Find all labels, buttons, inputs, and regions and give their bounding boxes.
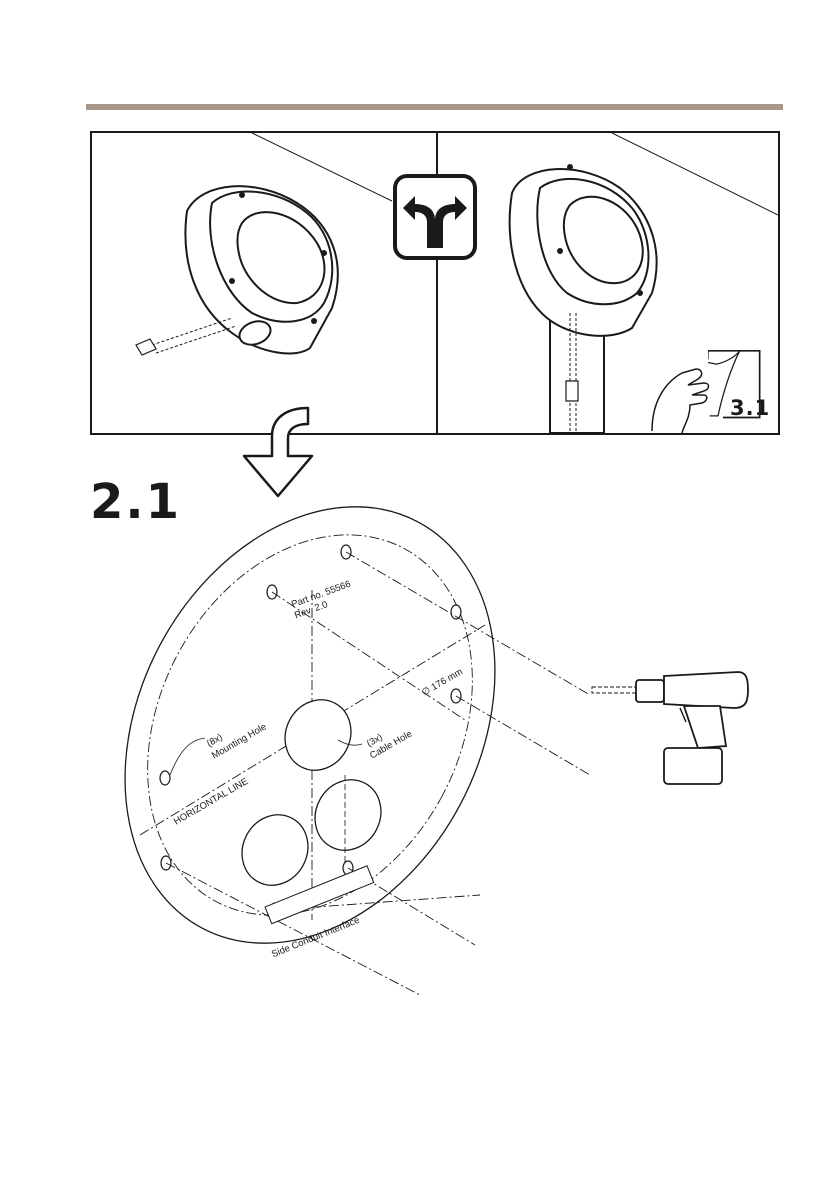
curved-down-arrow-icon xyxy=(240,406,320,500)
power-drill-icon xyxy=(588,668,758,792)
mounting-options-panel xyxy=(90,131,780,435)
reference-step-label: 3.1 xyxy=(730,396,770,420)
header-rule xyxy=(86,104,783,110)
split-arrow-icon xyxy=(393,174,477,260)
